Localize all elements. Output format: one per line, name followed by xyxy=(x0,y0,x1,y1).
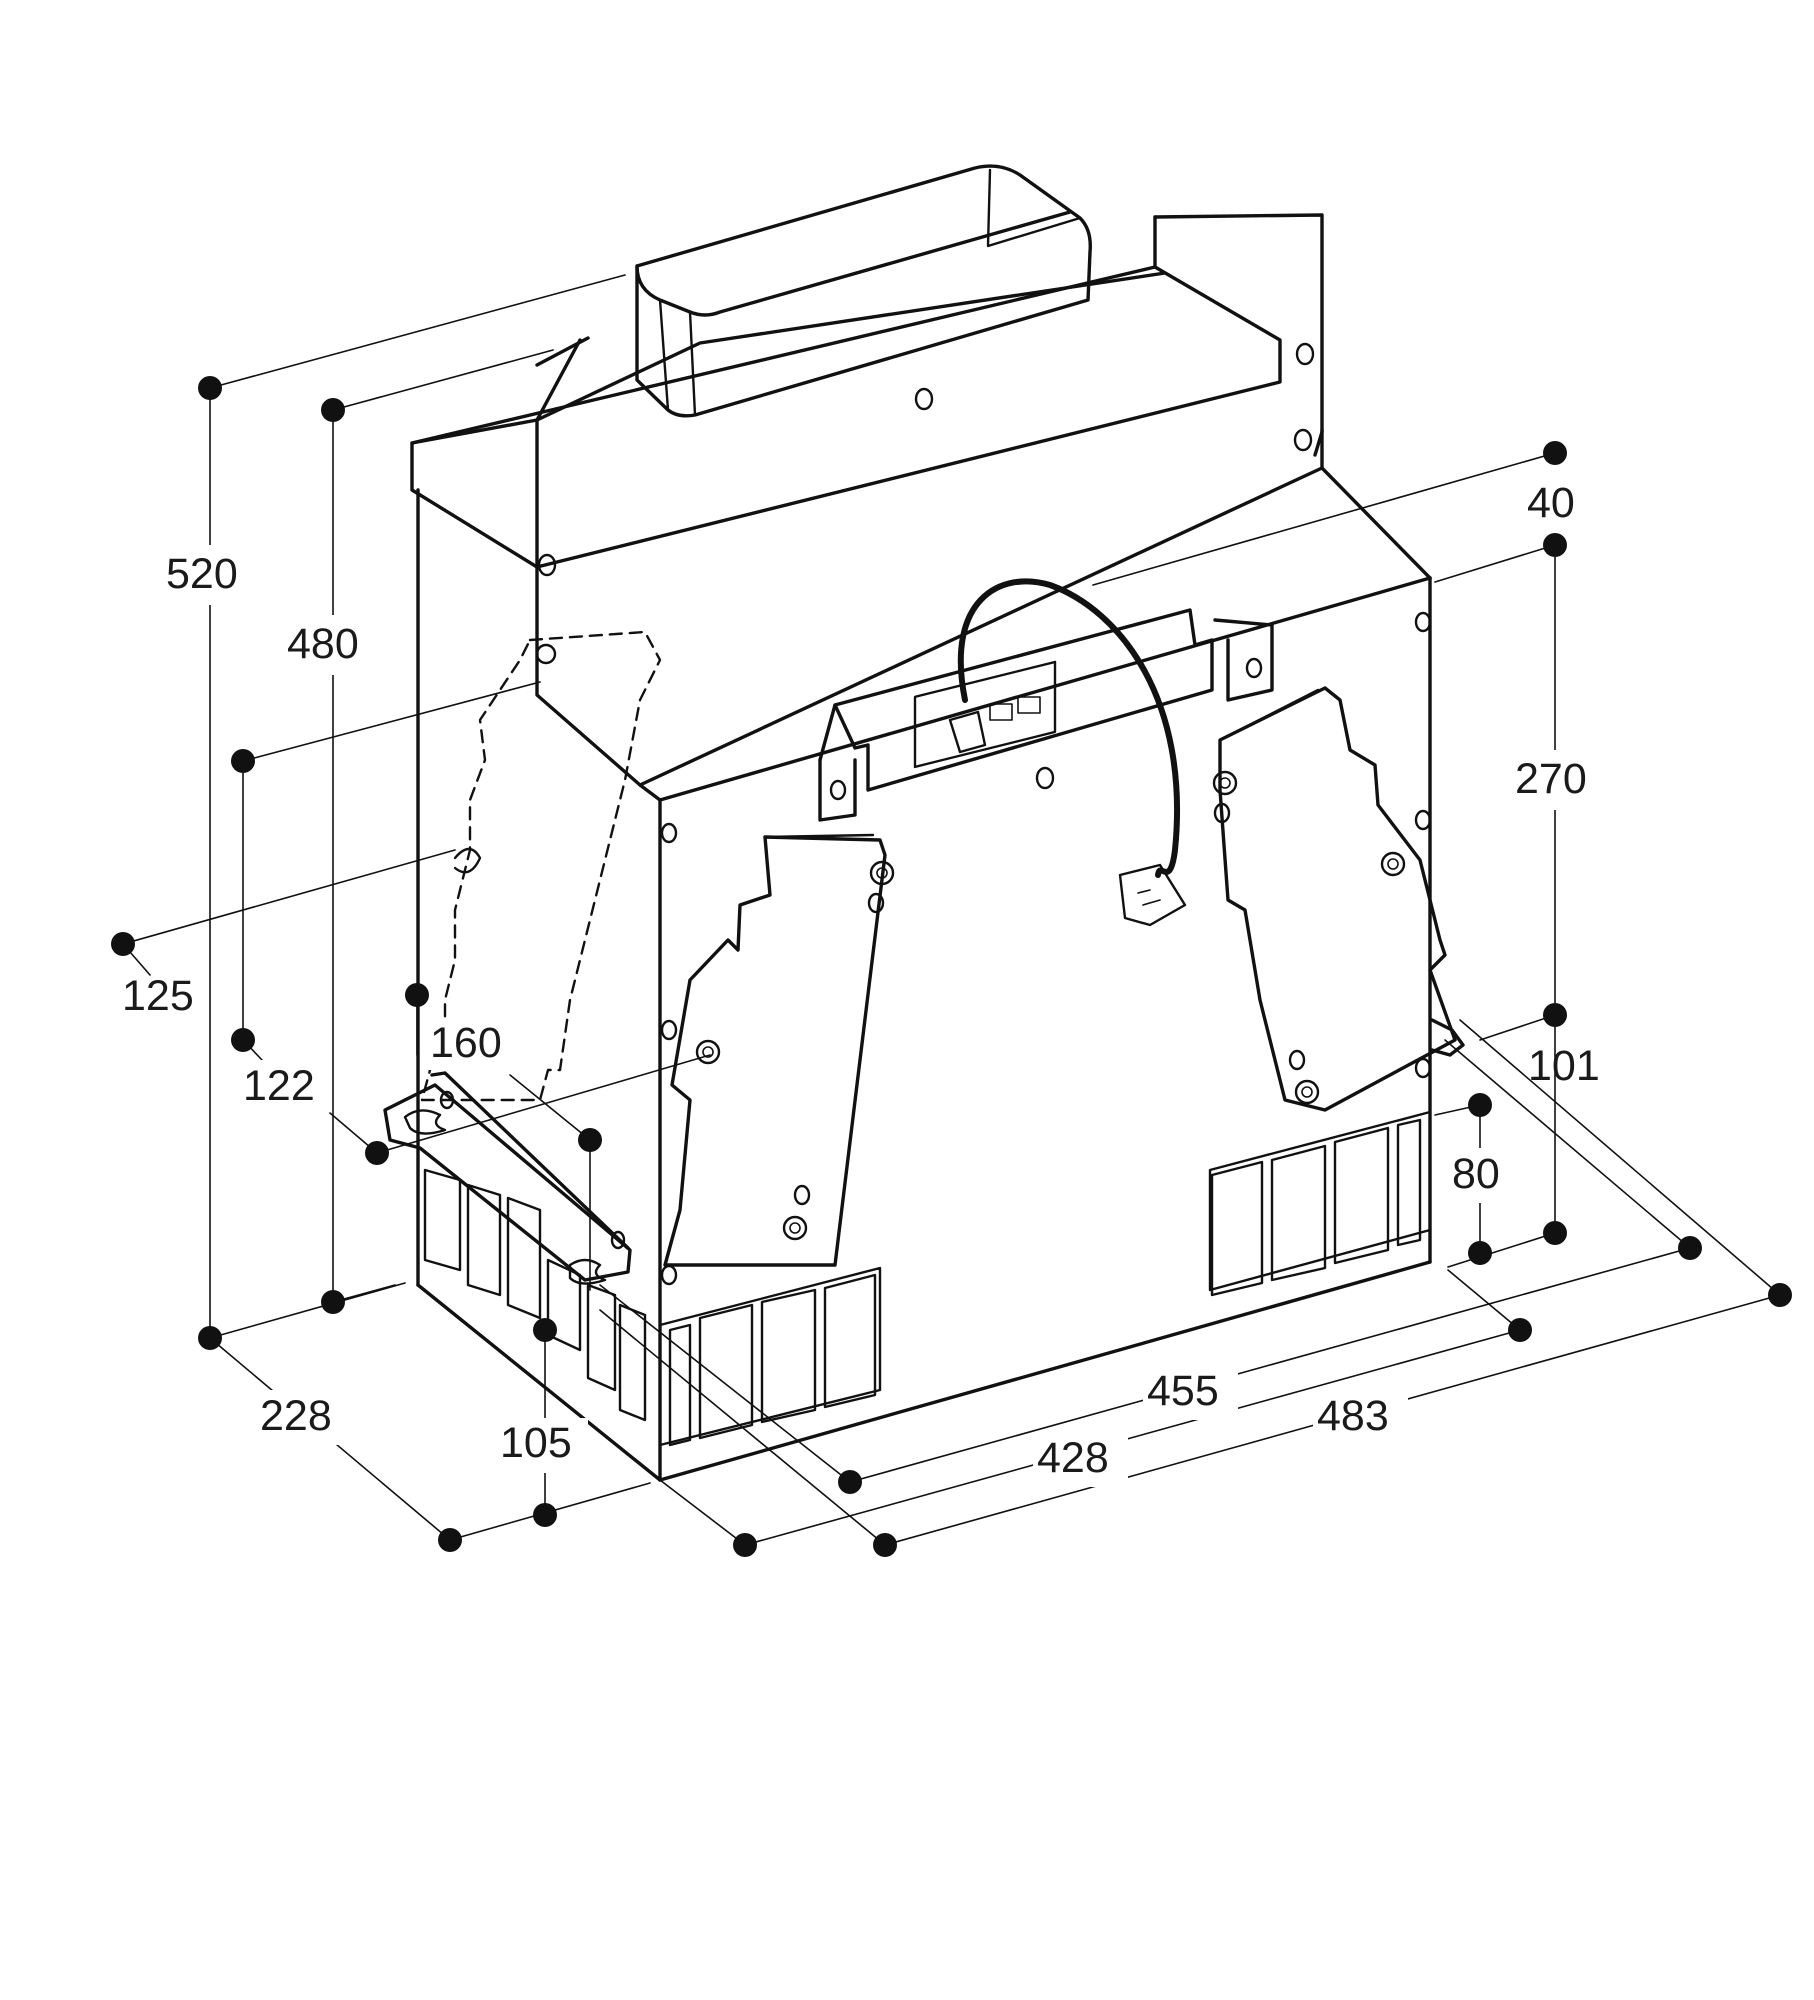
left-mounting-plate xyxy=(663,833,895,1267)
appliance-body xyxy=(410,213,1432,1482)
dimension-lines xyxy=(122,274,1781,1546)
dim-label-228: 228 xyxy=(260,1392,332,1440)
control-box xyxy=(818,608,1274,822)
duct-outlet xyxy=(635,164,1092,418)
power-cable xyxy=(957,578,1187,927)
lower-grilles xyxy=(423,1110,1432,1447)
right-bracket xyxy=(1430,1018,1465,1057)
right-mounting-plate xyxy=(1212,686,1457,1112)
dim-label-160: 160 xyxy=(430,1019,502,1067)
dim-label-122: 122 xyxy=(243,1062,315,1110)
dim-label-480: 480 xyxy=(287,620,359,668)
dim-label-80: 80 xyxy=(1452,1150,1500,1198)
dim-label-520: 520 xyxy=(166,550,238,598)
dim-label-125: 125 xyxy=(122,972,194,1020)
left-bracket xyxy=(383,1071,632,1285)
dim-label-105: 105 xyxy=(500,1419,572,1467)
dim-label-270: 270 xyxy=(1515,755,1587,803)
dim-label-101: 101 xyxy=(1528,1042,1600,1090)
dimension-labels: 520 480 40 270 125 122 160 101 80 228 10… xyxy=(122,479,1605,1487)
dim-label-40: 40 xyxy=(1527,479,1575,527)
dimension-dots xyxy=(111,376,1792,1557)
dim-label-428: 428 xyxy=(1037,1434,1109,1482)
hidden-bracket-outline xyxy=(420,630,662,1102)
dim-label-455: 455 xyxy=(1147,1367,1219,1415)
dim-label-483: 483 xyxy=(1317,1392,1389,1440)
